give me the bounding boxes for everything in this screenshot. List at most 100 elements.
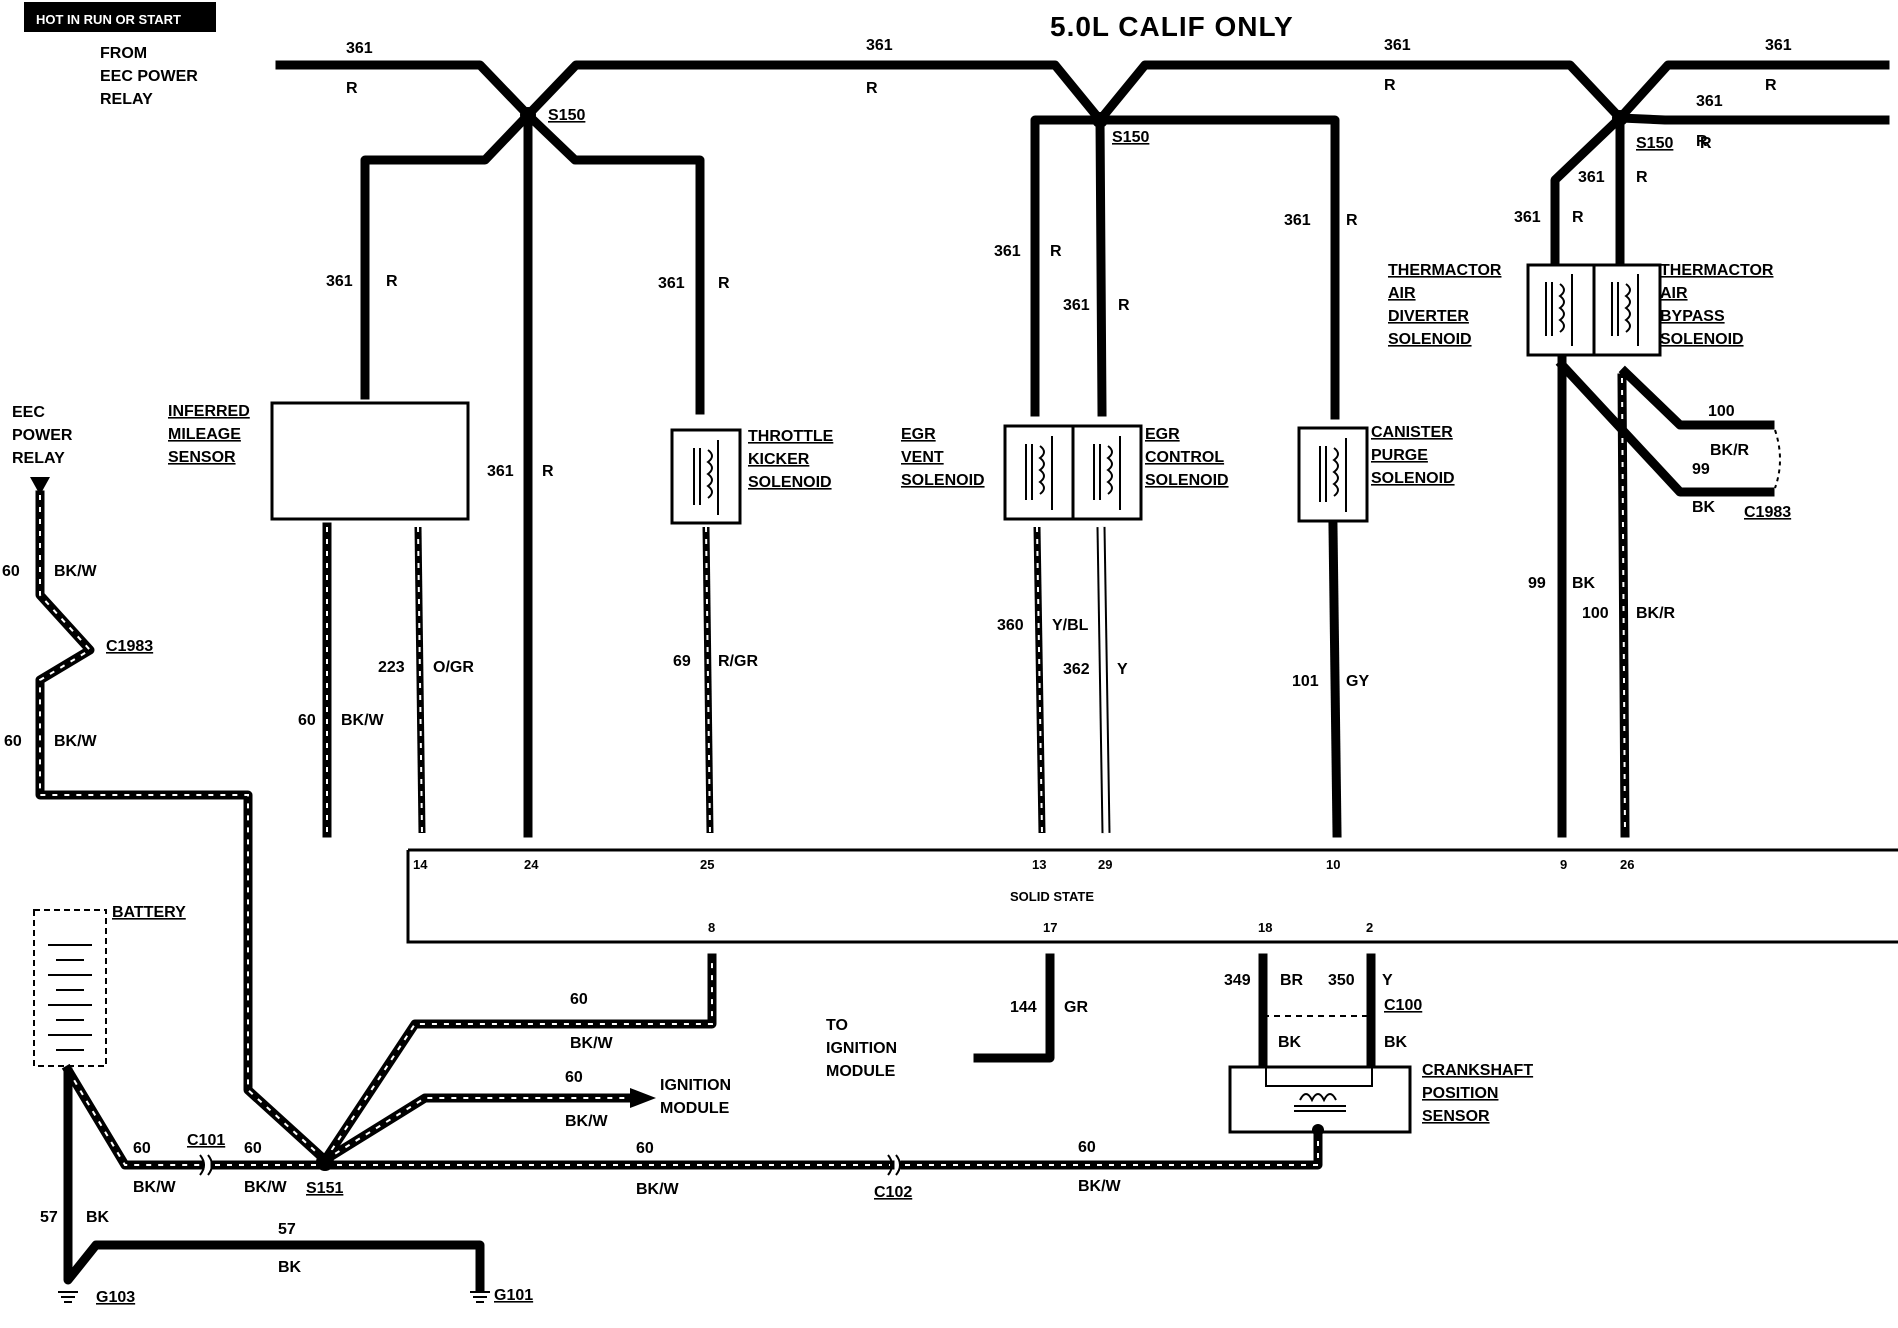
wire-r-label: R (542, 463, 554, 480)
c101-connector-icon (199, 1154, 213, 1176)
wire-color-label: BK/W (341, 712, 385, 729)
wire-color-label: Y (1382, 972, 1393, 989)
tk-label-3: SOLENOID (748, 474, 832, 491)
egrc-label-3: SOLENOID (1145, 472, 1229, 489)
ckp-label-3: SENSOR (1422, 1108, 1490, 1125)
wire-361-label: 361 (346, 40, 373, 57)
wire-color-label: BK/W (244, 1179, 288, 1196)
eec-pin-label: 29 (1098, 857, 1112, 872)
ground-g101-label: G101 (494, 1287, 533, 1304)
wire-color-label: BR (1280, 972, 1304, 989)
tad-label-3: DIVERTER (1388, 308, 1469, 325)
wire-360 (1033, 526, 1046, 834)
wire-color-label: GY (1346, 673, 1369, 690)
egrv-label-1: EGR (901, 426, 936, 443)
wire-number-label: 60 (244, 1140, 262, 1157)
eec-pin-label: 25 (700, 857, 714, 872)
wire-361-label: 361 (1514, 209, 1541, 226)
wire-number-label: 60 (133, 1140, 151, 1157)
wire-69 (702, 526, 714, 834)
sensor-ground-dot (1312, 1124, 1324, 1136)
wire-color-label: BK (1278, 1034, 1302, 1051)
splice-s150-label: S150 (1636, 135, 1673, 152)
eec-relay-label-1: EEC (12, 404, 45, 421)
wire-361-label: 361 (1284, 212, 1311, 229)
ckp-label-1: CRANKSHAFT (1422, 1062, 1533, 1079)
eec-relay-label-3: RELAY (12, 450, 65, 467)
throttle-kicker-power-wire (521, 108, 705, 415)
inferred-mileage-sensor-box (270, 401, 470, 521)
wire-r-label: R (1700, 135, 1712, 152)
wire-number-label: 60 (570, 991, 588, 1008)
egr-vent-solenoid-box (1003, 424, 1075, 521)
tk-label-1: THROTTLE (748, 428, 834, 445)
ckp-label-2: POSITION (1422, 1085, 1498, 1102)
solenoid-coil-icon (1319, 438, 1347, 512)
egr-control-power-wire (1095, 115, 1107, 417)
solenoid-coil-icon (693, 440, 719, 515)
wire-number-label: 60 (636, 1140, 654, 1157)
tab-label-3: BYPASS (1660, 308, 1725, 325)
wire-361-label: 361 (1578, 169, 1605, 186)
wire-361-label: 361 (326, 273, 353, 290)
egr-vent-power-wire (1030, 115, 1105, 417)
to-ignition-label-1: TO (826, 1017, 848, 1034)
egrv-label-2: VENT (901, 449, 944, 466)
wire-number-label: 60 (565, 1069, 583, 1086)
wire-r-label: R (1572, 209, 1584, 226)
wire-color-label: BK/W (133, 1179, 177, 1196)
connector-c100-label: C100 (1384, 997, 1422, 1014)
to-ignition-label-3: MODULE (826, 1063, 896, 1080)
wire-r-label: R (718, 275, 730, 292)
tab-label-1: THERMACTOR (1660, 262, 1774, 279)
wire-color-label: GR (1064, 999, 1088, 1016)
from-label-1: FROM (100, 45, 147, 62)
wire-number-label: 57 (278, 1221, 296, 1238)
wire-number-label: 101 (1292, 673, 1319, 690)
solenoid-coil-icon (1093, 436, 1121, 510)
battery-icon (33, 909, 107, 1067)
splice-s150-label: S150 (548, 107, 585, 124)
wire-number-label: 144 (1010, 999, 1037, 1016)
canister-purge-solenoid-box (1297, 426, 1369, 523)
egrv-label-3: SOLENOID (901, 472, 985, 489)
calif-only-title: 5.0L CALIF ONLY (1050, 11, 1294, 42)
ignition-module-label-1: IGNITION (660, 1077, 731, 1094)
wire-color-label: R/GR (718, 653, 758, 670)
c102-to-ckp-wire (900, 1127, 1323, 1170)
battery-cells-icon (48, 944, 92, 1051)
wire-number-label: 60 (2, 563, 20, 580)
egrc-label-2: CONTROL (1145, 449, 1224, 466)
wire-color-label: BK (1572, 575, 1596, 592)
wire-color-label: BK (86, 1209, 110, 1226)
wire-r-label: R (1384, 77, 1396, 94)
ground-g103-label: G103 (96, 1289, 135, 1306)
wire-color-label: BK/W (570, 1035, 614, 1052)
wire-r-label: R (386, 273, 398, 290)
wire-color-label: BK/W (1078, 1178, 1122, 1195)
connector-c1983-label: C1983 (106, 638, 153, 655)
eec-pin-label: 26 (1620, 857, 1634, 872)
throttle-kicker-solenoid-box (670, 428, 742, 525)
wire-361-label: 361 (866, 37, 893, 54)
egr-control-solenoid-box (1071, 424, 1143, 521)
wire-number-label: 99 (1692, 461, 1710, 478)
wire-361-label: 361 (1063, 297, 1090, 314)
wire-number-label: 350 (1328, 972, 1355, 989)
eec-pin-label: 17 (1043, 920, 1057, 935)
wire-number-label: 69 (673, 653, 691, 670)
wire-number-label: 362 (1063, 661, 1090, 678)
wire-r-label: R (346, 80, 358, 97)
wire-number-label: 99 (1528, 575, 1546, 592)
can-label-2: PURGE (1371, 447, 1428, 464)
eec-pin-label: 24 (524, 857, 539, 872)
pin8-60-wire (318, 953, 717, 1167)
ignition-module-label-2: MODULE (660, 1100, 730, 1117)
ims-label-3: SENSOR (168, 449, 236, 466)
splice-s150-label: S150 (1112, 129, 1149, 146)
egrc-label-1: EGR (1145, 426, 1180, 443)
wire-color-label: Y (1117, 661, 1128, 678)
tad-label-4: SOLENOID (1388, 331, 1472, 348)
eec-pin-label: 14 (413, 857, 428, 872)
ground-57-wire (63, 1067, 485, 1293)
